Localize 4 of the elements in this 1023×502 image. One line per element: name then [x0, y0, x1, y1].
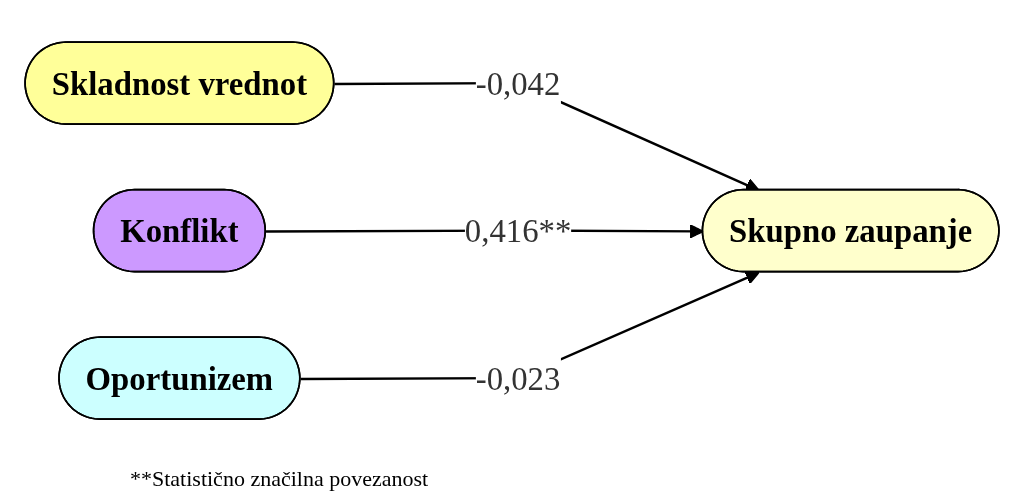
- edge-label: -0,023: [475, 360, 560, 397]
- footnote: **Statistično značilna povezanost: [130, 466, 429, 492]
- edge-label: -0,042: [475, 65, 560, 102]
- edge-label: 0,416**: [464, 212, 571, 250]
